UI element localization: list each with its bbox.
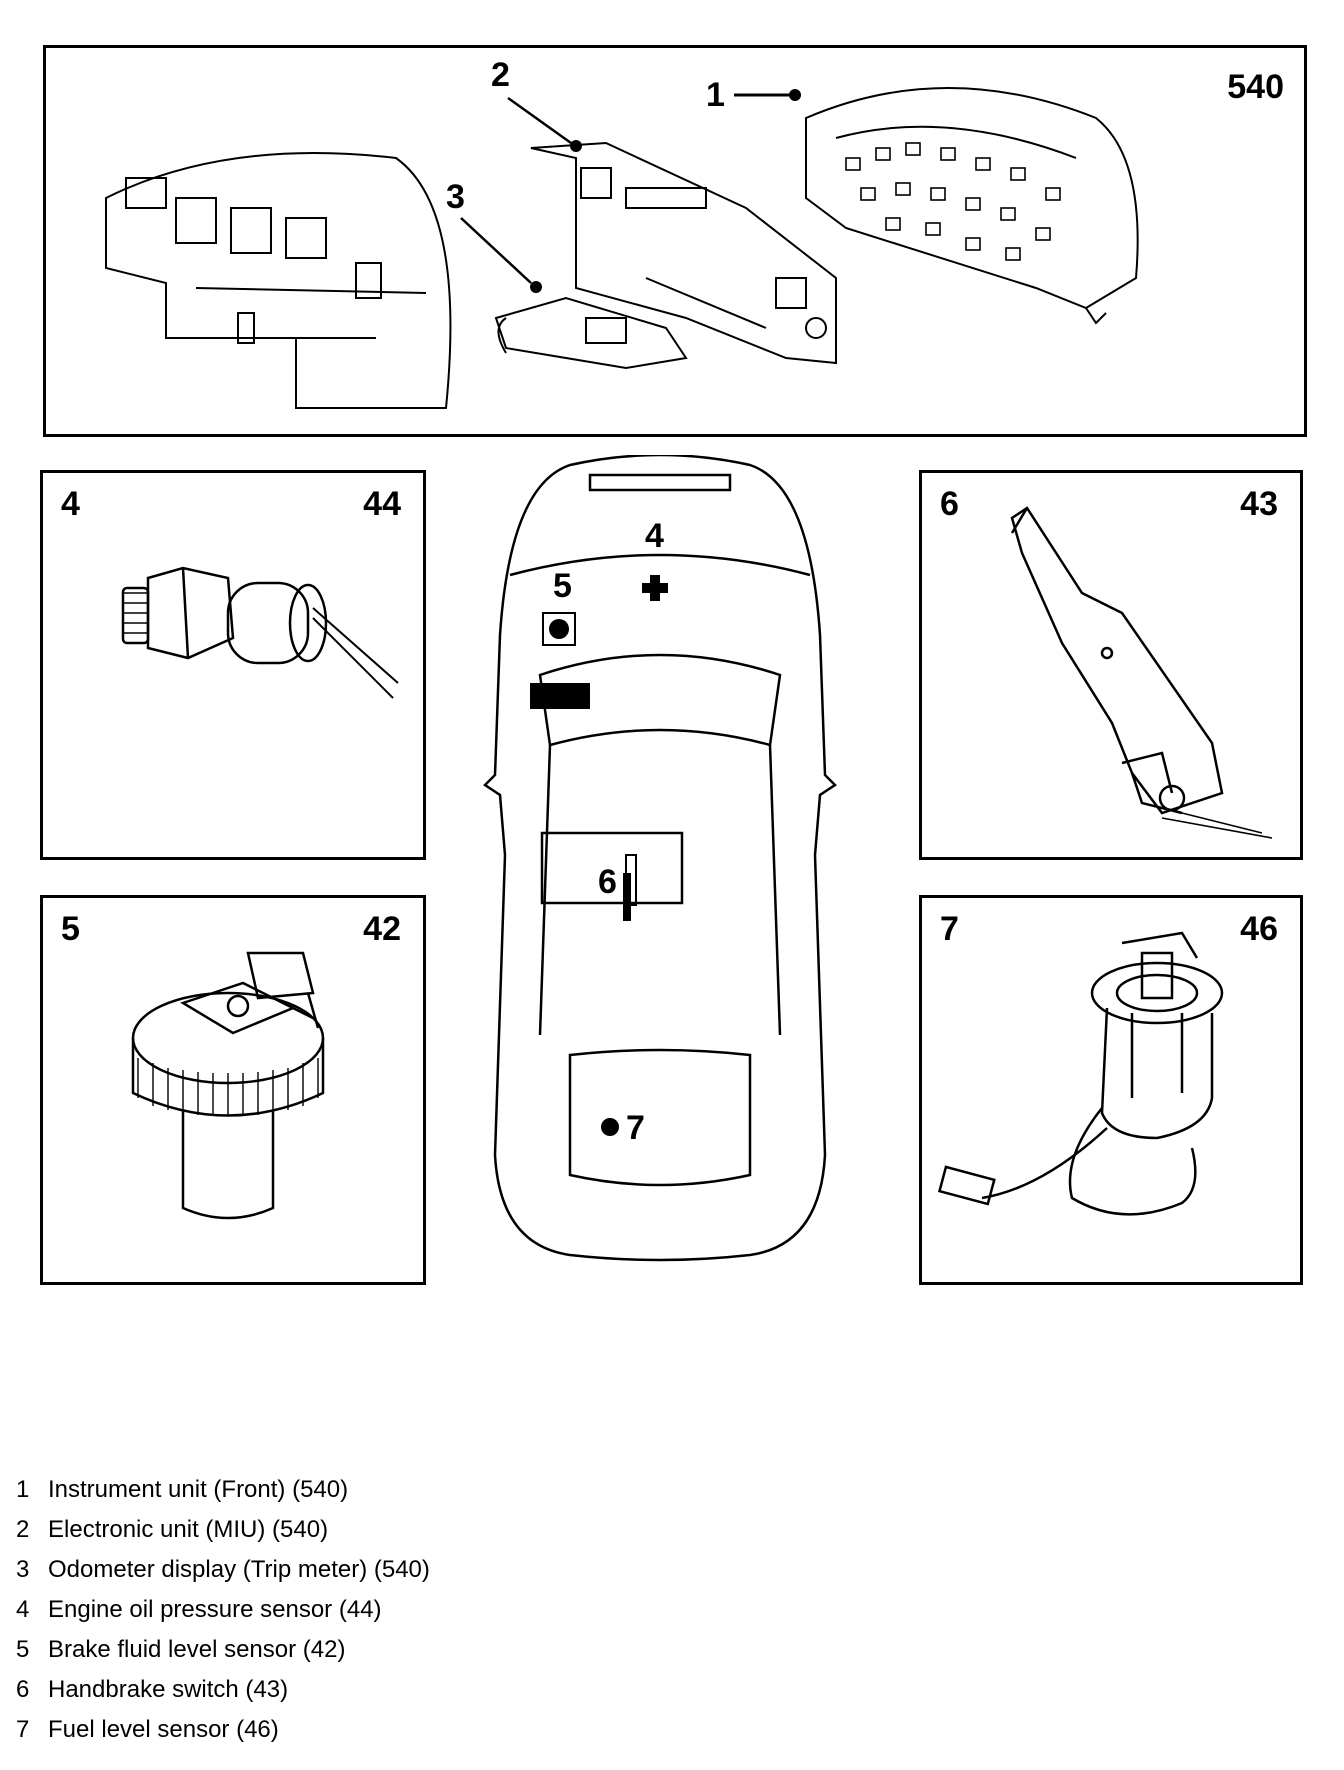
callout-1: 1 [706,76,725,114]
callout-3: 3 [446,178,465,216]
oil-pressure-sensor-panel: 4 44 [40,470,426,860]
fuel-level-sensor-panel: 7 46 [919,895,1303,1285]
panel-group-number: 42 [363,910,401,948]
panel-item-number: 4 [61,485,80,523]
panel-item-number: 6 [940,485,959,523]
legend-number: 3 [16,1556,30,1583]
legend-text: Instrument unit (Front) (540) [48,1476,349,1503]
component-legend: 1 Instrument unit (Front) (540) 2 Electron… [16,1470,430,1750]
legend-text: Odometer display (Trip meter) (540) [48,1556,430,1583]
legend-row: 3 Odometer display (Trip meter) (540) [16,1550,430,1590]
legend-row: 2 Electronic unit (MIU) (540) [16,1510,430,1550]
legend-row: 1 Instrument unit (Front) (540) [16,1470,430,1510]
panel-group-number: 46 [1240,910,1278,948]
legend-row: 5 Brake fluid level sensor (42) [16,1630,430,1670]
legend-number: 6 [16,1676,30,1703]
legend-number: 2 [16,1516,30,1543]
legend-text: Brake fluid level sensor (42) [48,1636,346,1663]
legend-number: 7 [16,1716,30,1743]
car-marker-label-4: 4 [645,517,664,555]
panel-group-number: 43 [1240,485,1278,523]
handbrake-drawing [1010,506,1273,839]
brake-fluid-sensor-panel: 5 42 [40,895,426,1285]
car-top-view: 4 5 6 7 [483,455,837,1262]
oil-pressure-marker [642,575,668,601]
callout-2: 2 [491,56,510,94]
car-marker-label-6: 6 [598,863,617,901]
brake-fluid-marker [542,612,576,646]
legend-row: 6 Handbrake switch (43) [16,1670,430,1710]
legend-row: 7 Fuel level sensor (46) [16,1710,430,1750]
brake-fluid-sensor-drawing [131,951,325,1220]
panel-item-number: 5 [61,910,80,948]
legend-number: 5 [16,1636,30,1663]
legend-text: Handbrake switch (43) [48,1676,289,1703]
legend-row: 4 Engine oil pressure sensor (44) [16,1590,430,1630]
legend-text: Fuel level sensor (46) [48,1716,279,1743]
instrument-cluster-drawing [105,87,1139,409]
fuel-level-sensor-drawing [937,931,1224,1216]
car-marker-label-7: 7 [626,1109,645,1147]
panel-item-number: 7 [940,910,959,948]
windscreen-label-block [530,683,590,709]
legend-number: 4 [16,1596,30,1623]
fuel-level-marker [601,1118,619,1136]
panel-group-number: 44 [363,485,401,523]
car-marker-label-5: 5 [553,567,572,605]
legend-text: Electronic unit (MIU) (540) [48,1516,329,1543]
oil-pressure-sensor-drawing [121,566,399,699]
panel-group-number: 540 [1227,68,1284,106]
legend-number: 1 [16,1476,30,1503]
legend-text: Engine oil pressure sensor (44) [48,1596,382,1623]
instrument-cluster-panel: 540 1 2 3 [43,45,1307,437]
handbrake-switch-panel: 6 43 [919,470,1303,860]
